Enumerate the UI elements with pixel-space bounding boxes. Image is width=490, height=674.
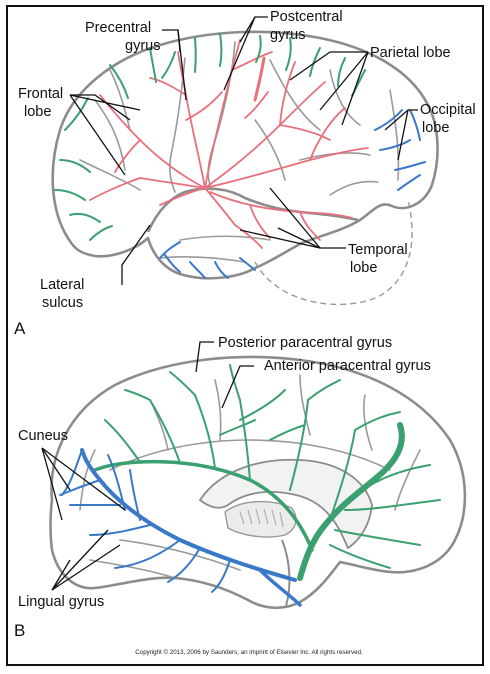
panel-b-leader-lines [41, 341, 254, 591]
label-lingual-gyrus: Lingual gyrus [18, 594, 104, 610]
label-occipital-lobe-line1: Occipital [420, 102, 476, 118]
posterior-cerebral-artery-branches [159, 109, 426, 279]
label-lateral-sulcus-line2: sulcus [42, 295, 83, 311]
label-occipital-lobe-line2: lobe [422, 120, 449, 136]
label-precentral-gyrus-line1: Precentral [85, 20, 151, 36]
label-postcentral-gyrus-line2: gyrus [270, 27, 305, 43]
temporal-pole-dashed-outline [254, 199, 413, 306]
label-frontal-lobe-line1: Frontal [18, 86, 63, 102]
lateral-brain-outline [51, 30, 439, 280]
label-frontal-lobe-line2: lobe [24, 104, 51, 120]
fornix-stripes [239, 508, 284, 528]
label-parietal-lobe: Parietal lobe [370, 45, 451, 61]
label-temporal-lobe-line1: Temporal [348, 242, 408, 258]
panel-b-tag: B [14, 621, 25, 640]
brainstem-outline [281, 539, 291, 607]
panel-a-tag: A [14, 319, 26, 338]
label-posterior-paracentral-gyrus: Posterior paracentral gyrus [218, 335, 392, 351]
medial-anterior-cerebral-artery [93, 364, 441, 581]
label-postcentral-gyrus-line1: Postcentral [270, 9, 343, 25]
lateral-sulcus-line [146, 187, 359, 233]
medial-brain-outline [49, 355, 467, 610]
copyright-notice: Copyright © 2013, 2006 by Saunders, an i… [135, 649, 363, 656]
medial-posterior-cerebral-artery [59, 448, 302, 607]
label-lateral-sulcus-line1: Lateral [40, 277, 84, 293]
corpus-callosum [198, 458, 373, 550]
thalamus-region [224, 500, 297, 538]
label-anterior-paracentral-gyrus: Anterior paracentral gyrus [264, 358, 431, 374]
anterior-cerebral-artery-branches [54, 33, 366, 241]
middle-cerebral-artery-branches [89, 39, 369, 249]
label-temporal-lobe-line2: lobe [350, 260, 377, 276]
figure-frame [6, 5, 484, 666]
label-cuneus: Cuneus [18, 428, 68, 444]
panel-a-leader-lines [69, 16, 418, 285]
lateral-brain-view: Precentral gyrus Postcentral gyrus Parie… [14, 9, 476, 338]
label-precentral-gyrus-line2: gyrus [125, 38, 160, 54]
medial-brain-view: Posterior paracentral gyrus Anterior par… [14, 335, 467, 640]
